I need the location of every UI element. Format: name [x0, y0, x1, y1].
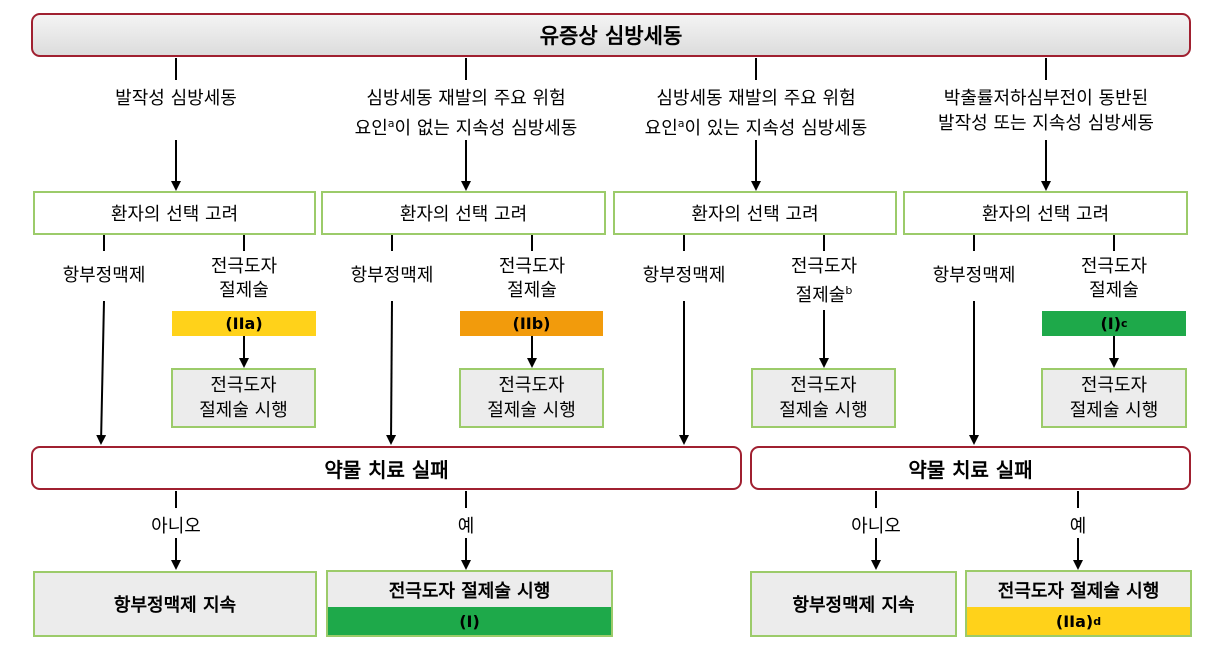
outcome-continue-drug-left: 항부정맥제 지속	[33, 571, 317, 637]
category-persistent-risk: 심방세동 재발의 주요 위험 요인a이 있는 지속성 심방세동	[611, 86, 901, 141]
answer-yes-right: 예	[1069, 516, 1087, 537]
category-line1: 심방세동 재발의 주요 위험	[656, 88, 856, 109]
category-line2: 발작성 또는 지속성 심방세동	[938, 113, 1154, 134]
consider-box-2: 환자의 선택 고려	[321, 191, 606, 235]
class-badge-iia-outcome: (IIa)d	[967, 607, 1190, 635]
drug-failure-box-left: 약물 치료 실패	[31, 446, 742, 490]
class-badge-iia: (IIa)	[172, 311, 316, 336]
drug-failure-box-right: 약물 치료 실패	[750, 446, 1191, 490]
outcome-ablation-right: 전극도자 절제술 시행 (IIa)d	[965, 570, 1192, 637]
category-hfref: 박출률저하심부전이 동반된 발작성 또는 지속성 심방세동	[901, 86, 1191, 136]
title-box: 유증상 심방세동	[31, 13, 1191, 57]
outcome-continue-drug-right: 항부정맥제 지속	[750, 571, 957, 637]
title-text: 유증상 심방세동	[539, 24, 683, 48]
category-persistent-no-risk: 심방세동 재발의 주요 위험 요인a이 없는 지속성 심방세동	[321, 86, 611, 141]
option-antiarrhythmic-1: 항부정맥제	[62, 265, 146, 286]
category-line2: 요인a이 있는 지속성 심방세동	[644, 117, 868, 139]
category-paroxysmal: 발작성 심방세동	[31, 86, 321, 111]
outcome-ablation-left: 전극도자 절제술 시행 (I)	[326, 570, 613, 637]
consider-box-4: 환자의 선택 고려	[903, 191, 1188, 235]
option-antiarrhythmic-4: 항부정맥제	[932, 265, 1016, 286]
category-line2: 요인a이 없는 지속성 심방세동	[354, 117, 578, 139]
class-badge-iib: (IIb)	[460, 311, 603, 336]
class-badge-i-outcome: (I)	[328, 607, 611, 635]
category-line1: 박출률저하심부전이 동반된	[943, 88, 1149, 109]
option-antiarrhythmic-3: 항부정맥제	[642, 265, 726, 286]
consider-box-3: 환자의 선택 고려	[613, 191, 897, 235]
class-badge-i: (I)c	[1042, 311, 1186, 336]
answer-no-left: 아니오	[151, 516, 201, 537]
consider-box-1: 환자의 선택 고려	[33, 191, 316, 235]
answer-yes-left: 예	[457, 516, 475, 537]
category-line1: 심방세동 재발의 주요 위험	[366, 88, 566, 109]
category-line1: 발작성 심방세동	[115, 88, 237, 109]
answer-no-right: 아니오	[851, 516, 901, 537]
option-antiarrhythmic-2: 항부정맥제	[350, 265, 434, 286]
